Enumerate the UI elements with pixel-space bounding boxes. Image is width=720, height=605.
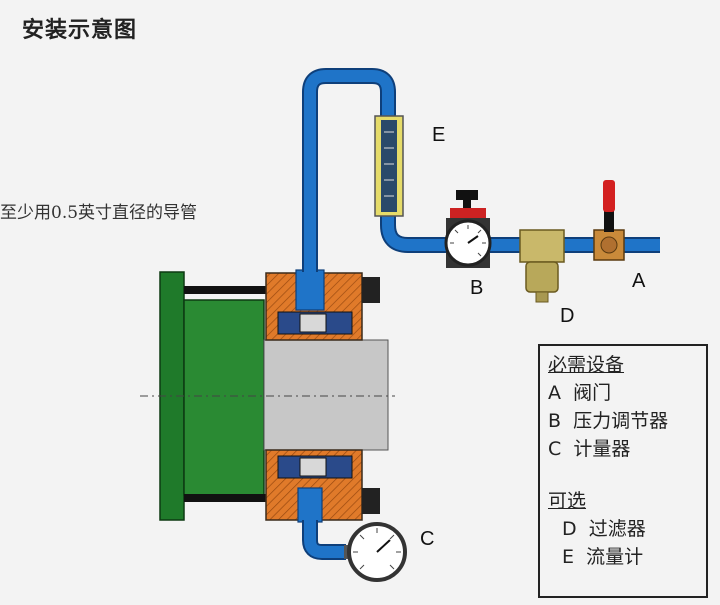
legend-required-heading: 必需设备 xyxy=(548,354,625,376)
label-e: E xyxy=(432,124,446,146)
valve-a xyxy=(593,180,625,261)
filter-d xyxy=(519,229,565,303)
legend-item-c: C 计量器 xyxy=(548,438,631,460)
shaft xyxy=(263,339,389,451)
pressure-regulator-b xyxy=(444,190,492,268)
seal-housing-lower xyxy=(265,449,380,523)
legend-item-d: D 过滤器 xyxy=(562,518,646,540)
label-d: D xyxy=(560,305,575,327)
label-a: A xyxy=(632,270,646,292)
pipe-note: 至少用0.5英寸直径的导管 xyxy=(0,203,198,223)
legend-item-b: B 压力调节器 xyxy=(548,410,669,432)
legend-optional-heading: 可选 xyxy=(548,490,587,512)
legend-item-e: E 流量计 xyxy=(562,546,644,568)
gauge-c xyxy=(344,522,407,582)
legend-item-a: A 阀门 xyxy=(548,382,612,404)
label-c: C xyxy=(420,528,435,550)
label-b: B xyxy=(470,277,484,299)
equipment-legend: 必需设备 A 阀门 B 压力调节器 C 计量器 可选 D 过滤器 E 流量计 xyxy=(538,344,708,598)
seal-housing-upper xyxy=(265,269,380,341)
page-title: 安装示意图 xyxy=(22,18,138,43)
flowmeter-e xyxy=(374,115,404,217)
